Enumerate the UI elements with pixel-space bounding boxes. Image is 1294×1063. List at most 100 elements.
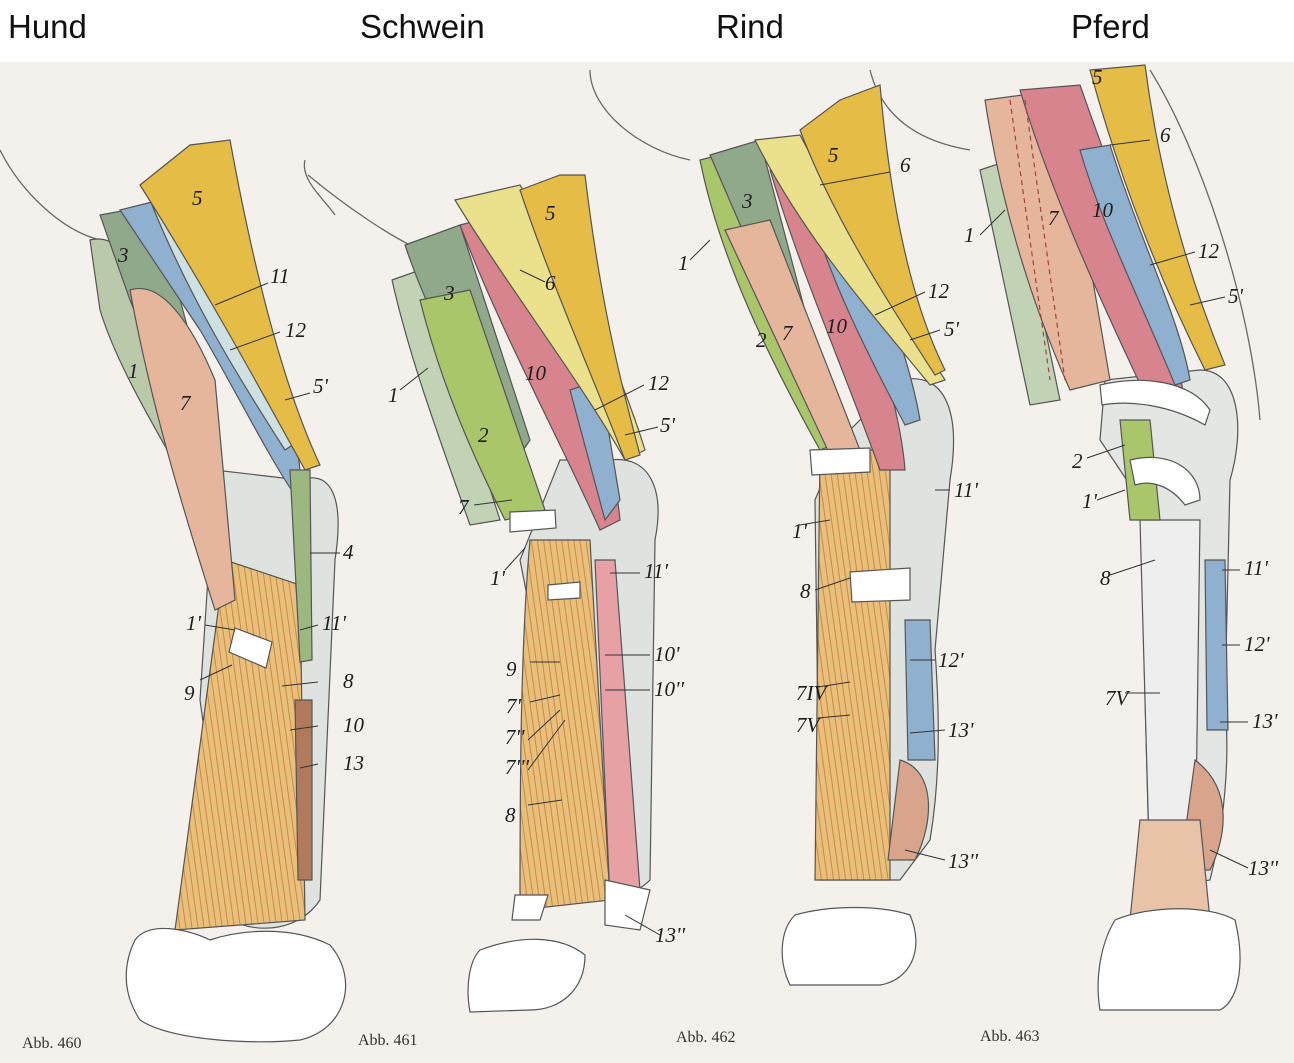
pferd-label-11p: 11' bbox=[1244, 556, 1268, 580]
schwein-label-7: 7 bbox=[458, 495, 470, 519]
pferd-label-7: 7 bbox=[1048, 206, 1060, 230]
schwein-hoof-main bbox=[467, 938, 586, 1013]
hund-label-3: 3 bbox=[117, 243, 129, 267]
caption-rind: Abb. 462 bbox=[676, 1029, 736, 1046]
hund-label-1p: 1' bbox=[186, 611, 202, 635]
pferd-flexor-blue bbox=[1204, 559, 1229, 731]
pferd-body-outline bbox=[869, 69, 971, 151]
title-pferd: Pferd bbox=[1071, 8, 1150, 45]
hund-label-11: 11 bbox=[270, 264, 289, 288]
schwein-label-3: 3 bbox=[443, 281, 455, 305]
schwein-label-6: 6 bbox=[545, 271, 556, 295]
hund-tendon-4 bbox=[289, 469, 313, 663]
hund-body-outline bbox=[0, 149, 101, 241]
schwein-label-10: 10 bbox=[525, 361, 547, 385]
schwein-label-7pp: 7'' bbox=[505, 725, 525, 749]
labels-hund: 5 3 11 12 1 5' 7 4 1' 11' 9 8 10 13 bbox=[117, 186, 365, 775]
species-title-row: Hund Schwein Rind Pferd bbox=[0, 0, 1294, 62]
rind-label-12p: 12' bbox=[938, 648, 964, 672]
schwein-label-11p: 11' bbox=[644, 559, 668, 583]
schwein-label-9: 9 bbox=[506, 657, 517, 681]
schwein-label-8: 8 bbox=[505, 803, 516, 827]
pferd-muscle-12 bbox=[1079, 144, 1191, 386]
rind-label-3: 3 bbox=[741, 189, 753, 213]
figure-hund bbox=[89, 139, 347, 1043]
figure-rind bbox=[699, 84, 955, 986]
pferd-label-13p: 13' bbox=[1252, 709, 1278, 733]
pferd-label-1: 1 bbox=[964, 223, 975, 247]
pferd-dashed-line bbox=[1009, 99, 1051, 381]
rind-hoof bbox=[781, 906, 917, 986]
hund-label-10: 10 bbox=[343, 713, 365, 737]
anatomy-illustration: 5 3 11 12 1 5' 7 4 1' 11' 9 8 10 13 5 3 … bbox=[0, 64, 1278, 1052]
rind-tendon-bundle bbox=[814, 449, 891, 881]
rind-flexor-blue bbox=[904, 619, 936, 761]
pferd-label-2: 2 bbox=[1072, 449, 1083, 473]
pferd-label-12: 12 bbox=[1198, 239, 1220, 263]
schwein-label-7ppp: 7''' bbox=[505, 755, 529, 779]
pferd-label-13pp: 13'' bbox=[1248, 856, 1278, 880]
rind-label-5p: 5' bbox=[944, 317, 960, 341]
hund-tendon-13 bbox=[294, 699, 313, 881]
rind-label-7v: 7V bbox=[796, 713, 822, 737]
schwein-body-outline bbox=[307, 174, 411, 246]
pferd-rear-outline bbox=[1149, 69, 1261, 421]
schwein-label-10pp: 10'' bbox=[654, 677, 684, 701]
hund-label-11p: 11' bbox=[322, 611, 346, 635]
pferd-dashed-line-2 bbox=[1024, 99, 1066, 381]
hund-label-5: 5 bbox=[192, 186, 203, 210]
pferd-label-5p: 5' bbox=[1228, 284, 1244, 308]
pferd-muscle-7 bbox=[984, 89, 1111, 391]
rind-muscle-5 bbox=[799, 84, 946, 376]
rind-label-1: 1 bbox=[678, 251, 689, 275]
schwein-label-5p: 5' bbox=[660, 413, 676, 437]
schwein-label-1p: 1' bbox=[490, 566, 506, 590]
figure-captions: Abb. 460 Abb. 461 Abb. 462 Abb. 463 bbox=[22, 1028, 1040, 1052]
schwein-label-13pp: 13'' bbox=[655, 923, 685, 947]
hund-label-7: 7 bbox=[180, 391, 192, 415]
pferd-label-7v: 7V bbox=[1105, 686, 1131, 710]
schwein-label-7p: 7' bbox=[506, 694, 522, 718]
rind-label-13pp: 13'' bbox=[948, 849, 978, 873]
schwein-hoof-dewclaw bbox=[604, 879, 651, 931]
pferd-label-12p: 12' bbox=[1244, 632, 1270, 656]
schwein-retinaculum-2 bbox=[547, 581, 581, 601]
hund-rear-outline bbox=[303, 159, 336, 216]
labels-rind: 5 6 3 1 12 2 7 10 5' 11' 1' 8 12' 7IV 7V… bbox=[678, 143, 978, 873]
caption-pferd: Abb. 463 bbox=[980, 1028, 1040, 1045]
schwein-label-5: 5 bbox=[545, 201, 556, 225]
title-rind: Rind bbox=[716, 8, 784, 45]
schwein-label-12: 12 bbox=[648, 371, 670, 395]
leader-lines bbox=[199, 139, 1249, 936]
rind-label-10: 10 bbox=[826, 314, 848, 338]
schwein-retinaculum-1 bbox=[509, 509, 557, 533]
hund-label-9: 9 bbox=[184, 681, 195, 705]
caption-schwein: Abb. 461 bbox=[358, 1032, 418, 1049]
schwein-label-10p: 10' bbox=[654, 642, 680, 666]
rind-flexor-brown bbox=[887, 759, 930, 861]
rind-label-5: 5 bbox=[828, 143, 839, 167]
schwein-label-1: 1 bbox=[388, 383, 399, 407]
hund-label-4: 4 bbox=[343, 540, 354, 564]
schwein-hoof-small bbox=[511, 894, 549, 921]
rind-label-2: 2 bbox=[756, 328, 767, 352]
rind-label-1p: 1' bbox=[792, 519, 808, 543]
rind-label-13p: 13' bbox=[948, 718, 974, 742]
anatomy-plate: 5 3 11 12 1 5' 7 4 1' 11' 9 8 10 13 5 3 … bbox=[0, 62, 1294, 1063]
hund-retinaculum bbox=[228, 627, 273, 669]
labels-schwein: 5 3 6 1 10 12 2 5' 7 11' 1' 9 10' 7' 10'… bbox=[388, 201, 685, 947]
labels-pferd: 5 6 1 7 10 12 5' 2 1' 8 11' 12' 7V 13' 1… bbox=[964, 65, 1278, 880]
rind-label-12: 12 bbox=[928, 279, 950, 303]
hund-label-13: 13 bbox=[343, 751, 364, 775]
hund-muscle-5 bbox=[139, 139, 321, 471]
rind-label-7iv: 7IV bbox=[796, 681, 828, 705]
pferd-label-6: 6 bbox=[1160, 123, 1171, 147]
rind-label-6: 6 bbox=[900, 153, 911, 177]
hund-label-1: 1 bbox=[128, 359, 139, 383]
pferd-label-8: 8 bbox=[1100, 566, 1111, 590]
schwein-label-2: 2 bbox=[478, 423, 489, 447]
pferd-pastern bbox=[1129, 819, 1211, 921]
hund-label-5p: 5' bbox=[313, 374, 329, 398]
hund-label-8: 8 bbox=[343, 669, 354, 693]
rind-label-8: 8 bbox=[800, 579, 811, 603]
